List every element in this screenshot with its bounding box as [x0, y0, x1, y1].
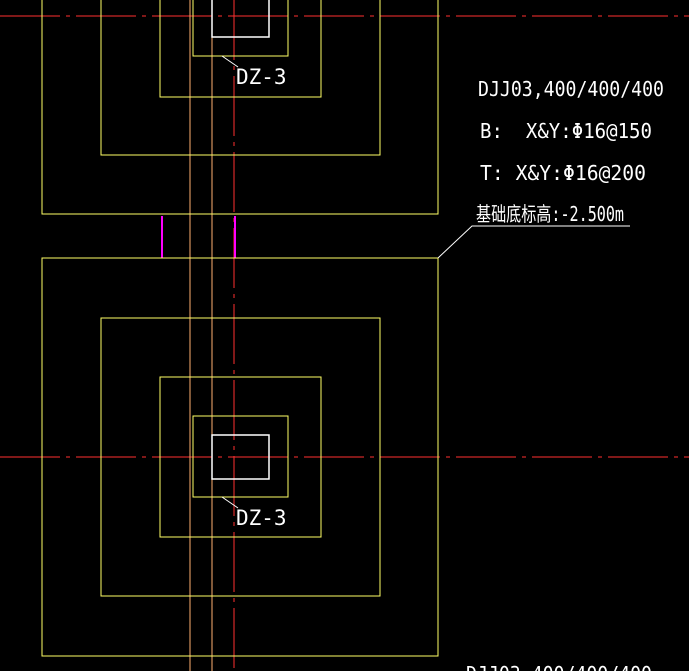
lower-column-base — [192, 415, 289, 498]
annotation-top-rebar: T: X&Y:Φ16@200 — [480, 161, 646, 185]
lower-column[interactable]: DZ-3 — [211, 434, 287, 530]
upper-footing-step-2 — [100, 0, 381, 156]
annotation-base-elevation: 基础底标高:-2.500m — [476, 202, 624, 226]
lower-column-outline — [211, 434, 270, 480]
lower-footing[interactable] — [41, 257, 439, 657]
beam-lines — [189, 0, 213, 671]
upper-column-label: DZ-3 — [236, 65, 287, 89]
upper-column-outline — [211, 0, 270, 38]
lower-footing-step-3 — [159, 376, 322, 538]
upper-column-leader — [221, 55, 239, 68]
lower-column-label: DZ-3 — [236, 506, 287, 530]
dimension-ticks — [161, 216, 236, 258]
annotation-bottom-rebar: B: X&Y:Φ16@150 — [480, 119, 652, 143]
upper-footing-step-1 — [41, 0, 439, 215]
bottom-footing-code-cut: DJJ03,400/400/400 — [466, 662, 652, 671]
footing-annotation[interactable]: DJJ03,400/400/400 B: X&Y:Φ16@150 T: X&Y:… — [476, 77, 664, 226]
upper-footing[interactable] — [41, 0, 439, 215]
lower-footing-step-1 — [41, 257, 439, 657]
upper-footing-step-3 — [159, 0, 322, 98]
lower-footing-step-2 — [100, 317, 381, 597]
annotation-leader — [437, 225, 630, 259]
upper-column-base — [192, 0, 289, 57]
lower-column-leader — [221, 496, 239, 509]
annotation-footing-code: DJJ03,400/400/400 — [478, 77, 664, 101]
upper-column[interactable]: DZ-3 — [211, 0, 287, 89]
